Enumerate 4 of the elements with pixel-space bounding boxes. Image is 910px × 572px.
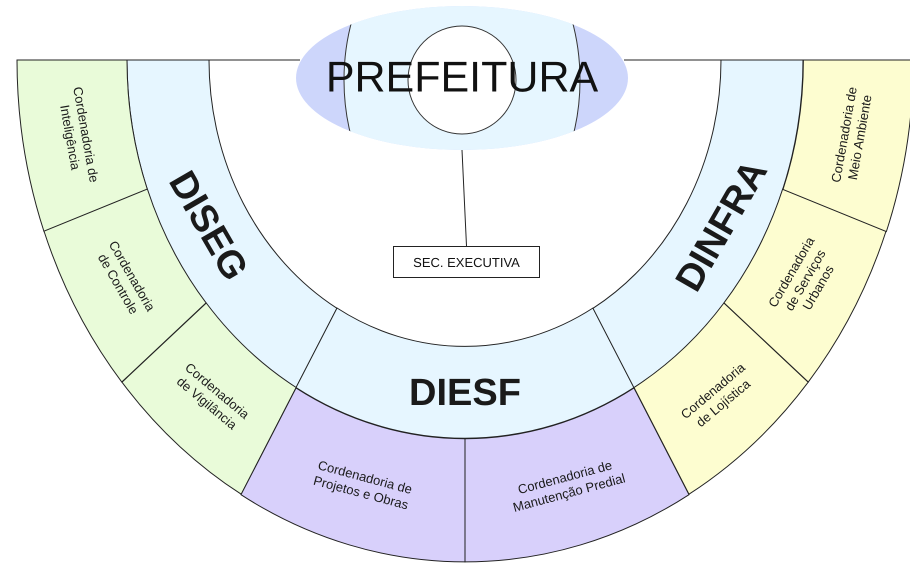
directorate-label: DIESF	[409, 374, 521, 412]
process-box: SEC. EXECUTIVA	[393, 246, 540, 278]
unit-label: Cordenadoria de Inteligência	[56, 85, 102, 186]
connector-line	[462, 150, 467, 246]
